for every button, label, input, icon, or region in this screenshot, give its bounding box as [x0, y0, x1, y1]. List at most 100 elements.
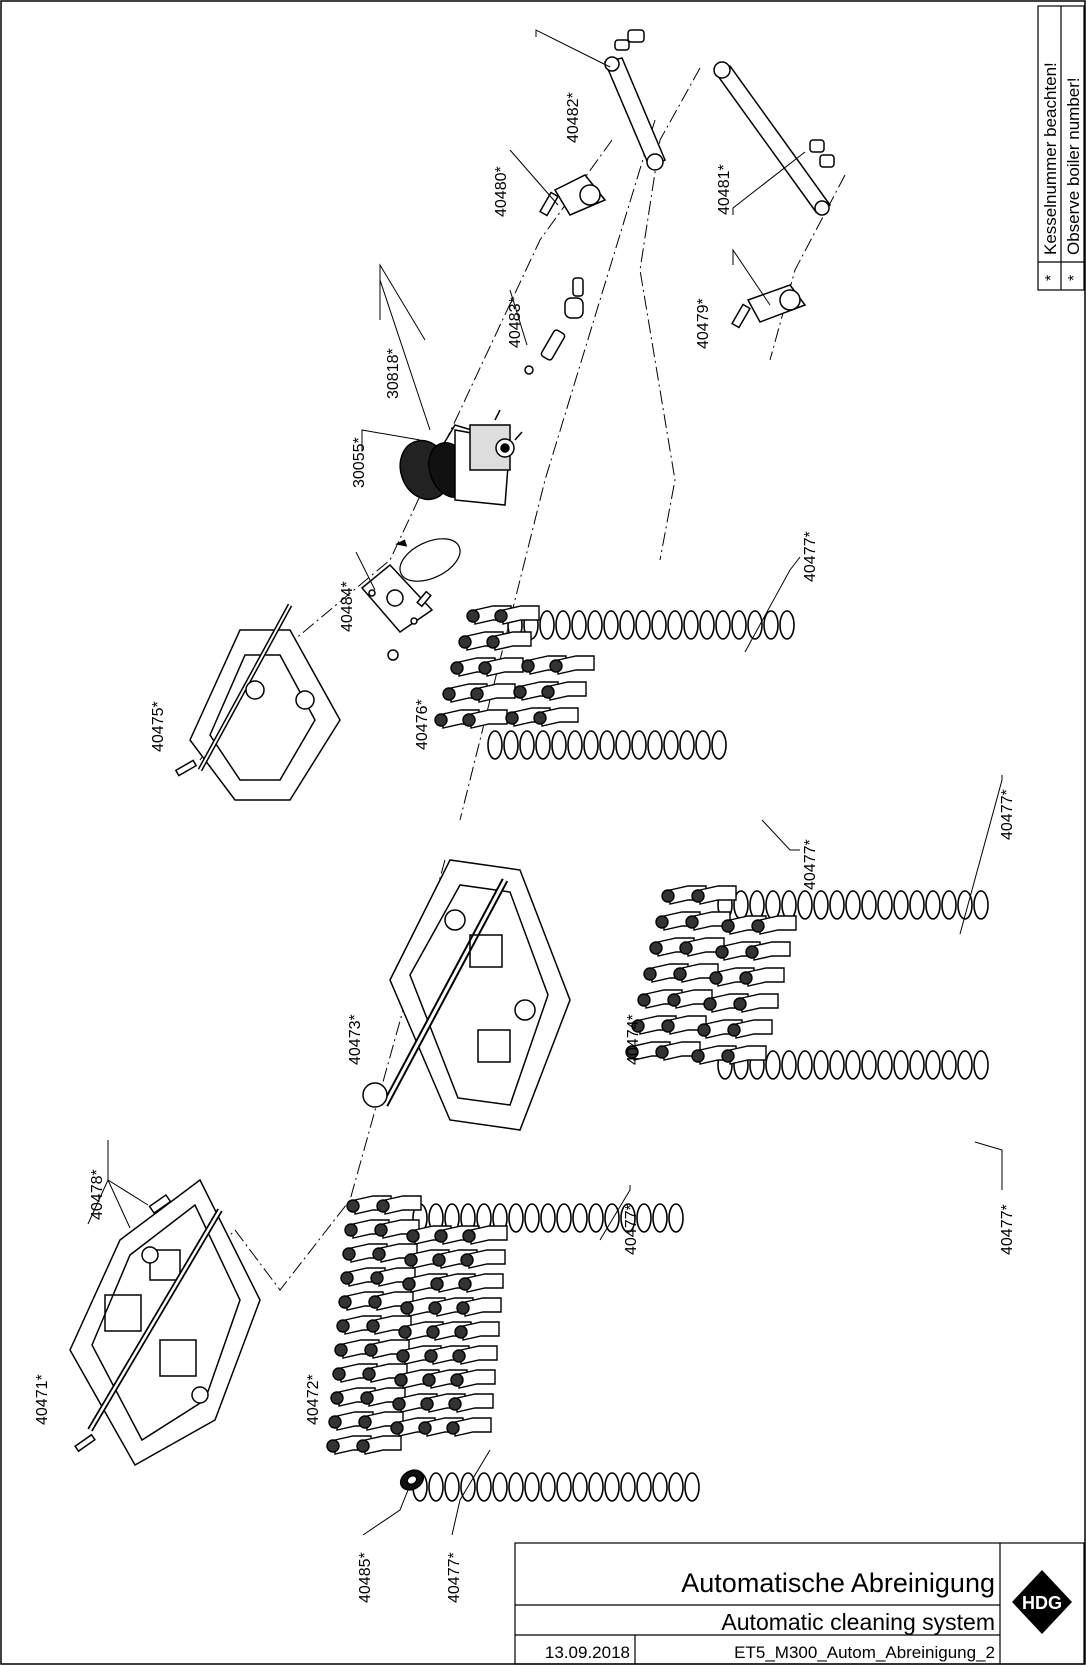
coil-turn [508, 1472, 524, 1502]
coil-turn [893, 1050, 909, 1080]
coil-turn [619, 610, 635, 640]
coil-turn [941, 1050, 957, 1080]
coil-turn [567, 730, 583, 760]
coil-turn [668, 1472, 684, 1502]
label-40484: 40484* [339, 581, 356, 632]
coil-turn [540, 1203, 556, 1233]
scraper-tongue [667, 989, 713, 1009]
coil-turn [695, 730, 711, 760]
coil-turn [781, 1050, 797, 1080]
coil-turn [877, 1050, 893, 1080]
coil-turn [588, 1203, 604, 1233]
label-40485: 40485* [357, 1552, 374, 1603]
coil-turn [925, 890, 941, 920]
coil-turn [604, 1203, 620, 1233]
coil-turn [829, 890, 845, 920]
label-40473: 40473* [347, 1014, 364, 1065]
coil-turn [861, 890, 877, 920]
note-en: Observe boiler number! [1064, 77, 1083, 255]
scraper-tongue [460, 1249, 506, 1269]
scraper-tongue [533, 707, 579, 727]
label-40477-c: 40477* [999, 789, 1016, 840]
scraper-tongue [462, 709, 508, 729]
scraper-tongues [326, 605, 797, 1455]
coil-turn [647, 730, 663, 760]
scraper-tongue [494, 605, 540, 625]
coil-turn [524, 1203, 540, 1233]
hdg-logo: HDG [1012, 1570, 1072, 1634]
coil-turn [957, 1050, 973, 1080]
scraper-tongue [452, 1345, 498, 1365]
scraper-tongue [549, 655, 595, 675]
label-40480: 40480* [493, 166, 510, 217]
coil-turn [893, 890, 909, 920]
coil-turn [765, 1050, 781, 1080]
coil-turn [781, 890, 797, 920]
coil-turn [620, 1472, 636, 1502]
title-block [514, 1542, 1085, 1665]
coil-turn [667, 610, 683, 640]
coil-turn [747, 610, 763, 640]
label-40475: 40475* [150, 701, 167, 752]
scraper-tongue [733, 993, 779, 1013]
scraper-tongue [691, 885, 737, 905]
clamp-ring-40485 [399, 1469, 425, 1491]
coil-turn [444, 1472, 460, 1502]
coil-turn [715, 610, 731, 640]
scraper-tongue [458, 1273, 504, 1293]
scraper-frame-40475 [174, 603, 341, 801]
coil-turn [797, 890, 813, 920]
spring-coil-3 [717, 890, 989, 920]
note-box [1037, 5, 1085, 291]
note-marker-2: * [1066, 275, 1083, 281]
coil-turn [492, 1472, 508, 1502]
label-40474: 40474* [625, 1014, 642, 1065]
note-de: Kesselnummer beachten! [1041, 62, 1060, 255]
scraper-tongue [362, 1363, 408, 1383]
coil-turn [588, 1472, 604, 1502]
coil-turn [679, 730, 695, 760]
scraper-tongue [448, 1393, 494, 1413]
coil-turn [683, 610, 699, 640]
coil-turn [711, 730, 727, 760]
coil-turn [631, 730, 647, 760]
coil-turn [909, 890, 925, 920]
gear-motor-30055 [399, 409, 523, 506]
scraper-tongue [456, 1297, 502, 1317]
coil-turn [476, 1472, 492, 1502]
coil-turn [973, 1050, 989, 1080]
scraper-frame-40473 [362, 859, 571, 1131]
coil-turn [539, 610, 555, 640]
scraper-tongue [454, 1321, 500, 1341]
scraper-tongue [727, 1019, 773, 1039]
label-40483: 40483* [507, 297, 524, 348]
label-30818: 30818* [385, 348, 402, 399]
coil-turn [583, 730, 599, 760]
label-40477-a: 40477* [802, 531, 819, 582]
scraper-tongue [446, 1417, 492, 1437]
scraper-tongue [721, 1045, 767, 1065]
spring-coil-4 [717, 1050, 989, 1080]
coil-turn [460, 1472, 476, 1502]
coil-turn [941, 890, 957, 920]
coil-turn [503, 730, 519, 760]
coil-turn [556, 1472, 572, 1502]
label-40481: 40481* [716, 164, 733, 215]
coil-turn [620, 1203, 636, 1233]
coil-turn [957, 890, 973, 920]
label-40477-e: 40477* [623, 1204, 640, 1255]
coil-turn [635, 610, 651, 640]
coil-turn [877, 890, 893, 920]
coil-turn [556, 1203, 572, 1233]
coil-turn [636, 1203, 652, 1233]
connecting-rod-40481 [713, 61, 835, 216]
coil-turn [572, 1472, 588, 1502]
coil-turn [551, 730, 567, 760]
rotation-arrow [395, 538, 461, 582]
label-40478: 40478* [89, 1169, 106, 1220]
logo-text: HDG [1022, 1593, 1062, 1613]
coil-turn [615, 730, 631, 760]
spring-coils-40477 [412, 610, 989, 1502]
scraper-tongue [739, 967, 785, 987]
